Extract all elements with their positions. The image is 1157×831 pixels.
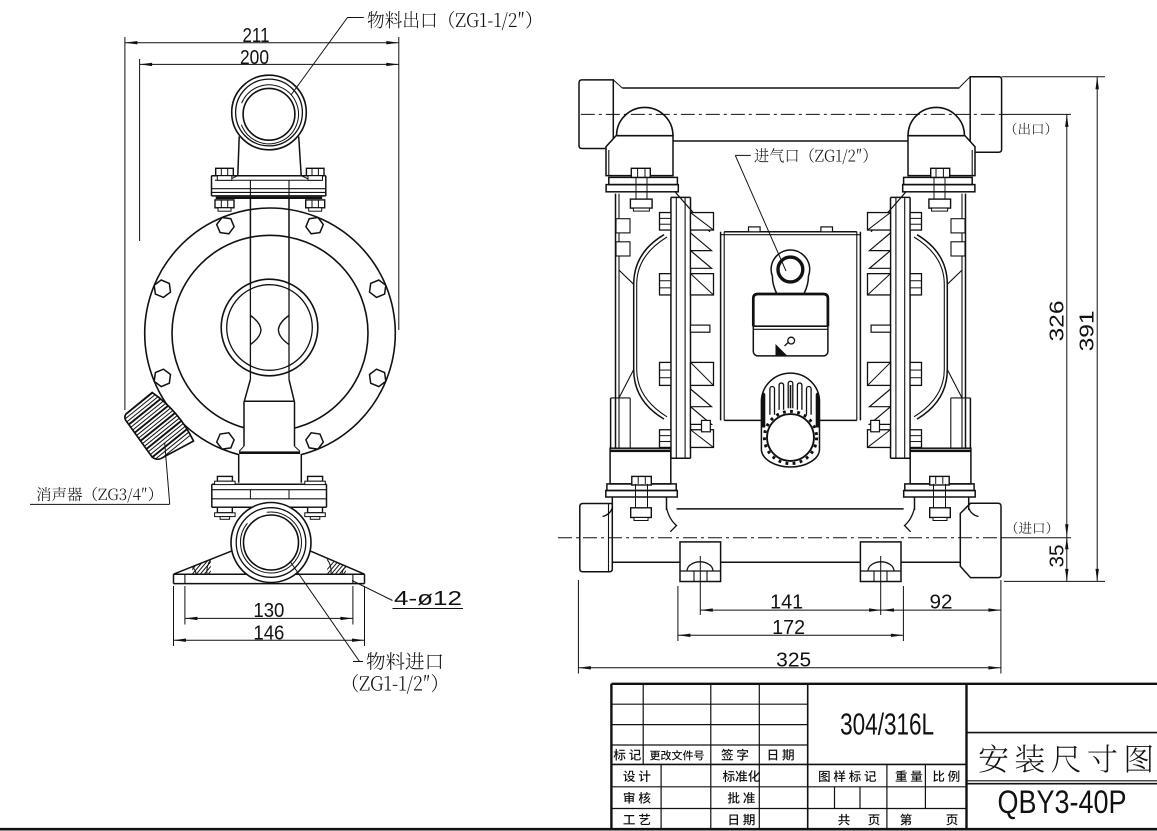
svg-text:35: 35: [1047, 545, 1069, 568]
svg-text:391: 391: [1076, 310, 1098, 351]
svg-text:141: 141: [770, 592, 803, 614]
svg-text:92: 92: [930, 592, 953, 614]
svg-text:304/316L: 304/316L: [840, 706, 934, 741]
svg-text:130: 130: [253, 600, 284, 622]
svg-text:172: 172: [772, 617, 805, 639]
svg-text:QBY3-40P: QBY3-40P: [998, 784, 1127, 820]
svg-text:325: 325: [776, 649, 811, 671]
svg-text:146: 146: [253, 623, 284, 645]
svg-text:326: 326: [1047, 301, 1069, 342]
svg-text:211: 211: [243, 25, 270, 47]
svg-text:4-ø12: 4-ø12: [394, 588, 462, 610]
svg-text:200: 200: [240, 47, 269, 69]
